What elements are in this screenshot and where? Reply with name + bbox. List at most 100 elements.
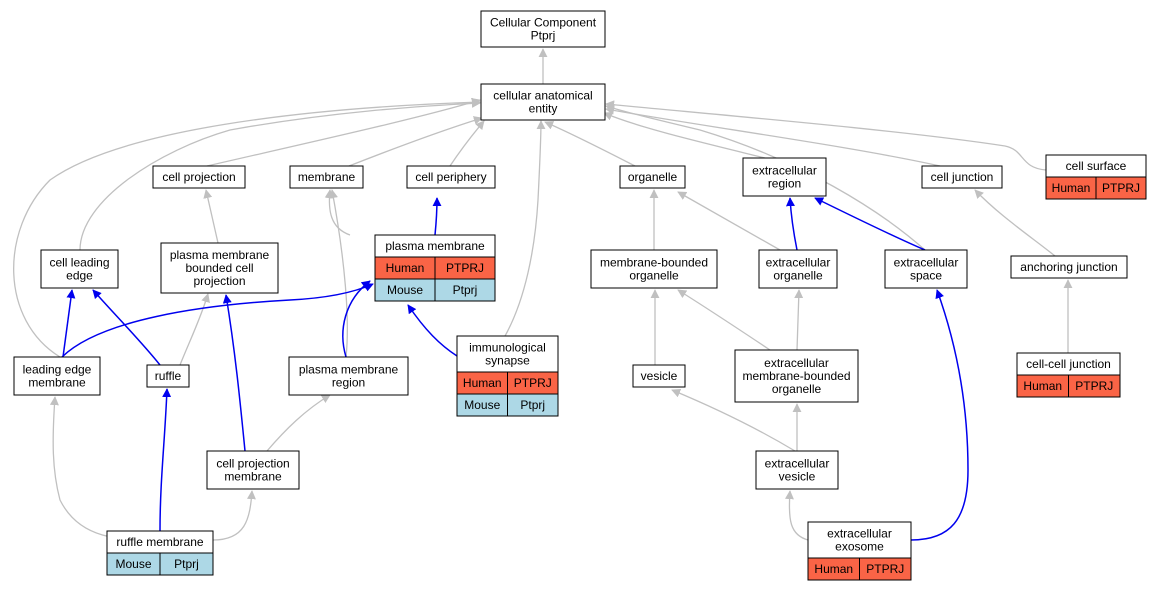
node-organelle[interactable]: organelle bbox=[619, 165, 686, 189]
node-label: edge bbox=[66, 269, 93, 283]
node-celljunction[interactable]: cell junction bbox=[921, 165, 1003, 189]
node-vesicle[interactable]: vesicle bbox=[632, 364, 686, 388]
node-box bbox=[807, 521, 912, 559]
node-label: exosome bbox=[835, 540, 884, 554]
node-box bbox=[758, 249, 838, 289]
node-anchoring[interactable]: anchoring junction bbox=[1010, 255, 1128, 279]
gene-cell bbox=[434, 278, 496, 302]
gene-label: PTPRJ bbox=[1102, 181, 1140, 195]
edge-gray bbox=[603, 111, 766, 159]
edge-gray bbox=[677, 191, 781, 251]
node-box bbox=[1010, 255, 1128, 279]
node-label: organelle bbox=[772, 382, 822, 396]
node-label: ruffle bbox=[155, 369, 182, 383]
node-box bbox=[742, 157, 827, 197]
node-label: immunological bbox=[469, 341, 546, 355]
node-label: synapse bbox=[485, 354, 530, 368]
edge-blue bbox=[61, 283, 374, 358]
edge-gray bbox=[324, 189, 351, 236]
species-label: Human bbox=[386, 261, 425, 275]
node-label: cell-cell junction bbox=[1026, 357, 1111, 371]
edge-blue bbox=[62, 289, 76, 358]
node-label: extracellular bbox=[894, 256, 959, 270]
gene-cell bbox=[1068, 374, 1121, 398]
gene-cell bbox=[859, 557, 912, 581]
species-label: Mouse bbox=[115, 557, 151, 571]
node-label: entity bbox=[529, 102, 558, 116]
edge-gray bbox=[671, 388, 796, 452]
node-label: organelle bbox=[628, 170, 678, 184]
node-label: cell periphery bbox=[415, 170, 486, 184]
gene-label: PTPRJ bbox=[514, 376, 552, 390]
node-label: vesicle bbox=[779, 470, 816, 484]
node-label: bounded cell bbox=[185, 261, 253, 275]
node-label: anchoring junction bbox=[1020, 260, 1117, 274]
node-label: Cellular Component bbox=[490, 16, 597, 30]
node-periphery[interactable]: cell periphery bbox=[406, 165, 496, 189]
node-cellproj[interactable]: cell projection bbox=[152, 165, 246, 189]
edge-gray bbox=[13, 97, 481, 358]
gene-label: Ptprj bbox=[453, 283, 478, 297]
node-label: membrane bbox=[298, 170, 356, 184]
node-box bbox=[480, 10, 606, 48]
node-label: ruffle membrane bbox=[116, 535, 203, 549]
node-label: cell junction bbox=[931, 170, 994, 184]
edge-blue bbox=[432, 197, 442, 236]
node-box bbox=[734, 349, 859, 403]
node-box bbox=[480, 83, 606, 121]
edge-blue bbox=[222, 294, 246, 452]
edge-gray bbox=[794, 289, 804, 351]
edge-blue bbox=[342, 280, 371, 358]
annotation-row-human: Human PTPRJ bbox=[807, 557, 912, 581]
node-box bbox=[590, 249, 718, 289]
edge-gray bbox=[329, 189, 348, 358]
gene-label: PTPRJ bbox=[866, 562, 904, 576]
node-label: cell projection bbox=[216, 457, 289, 471]
edge-gray bbox=[79, 98, 481, 251]
edge-gray bbox=[677, 289, 771, 351]
node-membrane[interactable]: membrane bbox=[289, 165, 364, 189]
edge-gray bbox=[605, 100, 1047, 171]
edge-gray bbox=[605, 104, 926, 251]
species-label: Human bbox=[814, 562, 853, 576]
gene-label: PTPRJ bbox=[446, 261, 484, 275]
edge-gray bbox=[348, 116, 483, 167]
node-box bbox=[206, 450, 300, 490]
gene-label: Ptprj bbox=[174, 557, 199, 571]
node-label: cell leading bbox=[49, 256, 109, 270]
node-label: membrane-bounded bbox=[742, 369, 850, 383]
node-box bbox=[632, 364, 686, 388]
node-box bbox=[40, 249, 119, 289]
gene-cell bbox=[159, 552, 214, 576]
edge-blue bbox=[92, 289, 161, 366]
node-label: leading edge bbox=[23, 363, 92, 377]
node-label: plasma membrane bbox=[385, 239, 485, 253]
edges-layer bbox=[13, 48, 1073, 541]
node-label: Ptprj bbox=[531, 29, 556, 43]
node-label: membrane bbox=[28, 376, 86, 390]
node-ruffle[interactable]: ruffle bbox=[146, 364, 190, 388]
